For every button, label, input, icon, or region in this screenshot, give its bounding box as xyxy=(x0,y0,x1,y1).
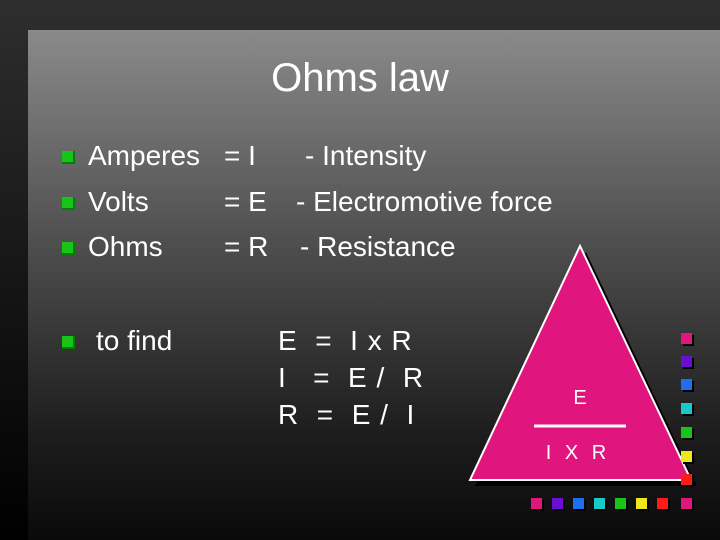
decor-square xyxy=(636,498,647,509)
decor-square xyxy=(681,451,692,462)
decor-square xyxy=(681,379,692,390)
decor-square xyxy=(681,403,692,414)
triangle-bottom-label: I X R xyxy=(546,442,610,464)
triangle-top-label: E xyxy=(573,387,586,409)
decor-square xyxy=(657,498,668,509)
bullet-description: - Electromotive force xyxy=(296,186,553,217)
bullet-square-icon xyxy=(62,197,75,210)
bullet-description: - Resistance xyxy=(300,231,456,262)
slide-title: Ohms law xyxy=(271,56,449,100)
bullet-square-icon xyxy=(62,242,75,255)
formula-resistance: R = E / I xyxy=(278,399,416,430)
decor-square xyxy=(594,498,605,509)
decor-square xyxy=(615,498,626,509)
decor-square xyxy=(681,474,692,485)
formula-voltage: E = I x R xyxy=(278,325,413,356)
decor-square xyxy=(531,498,542,509)
formula-current: I = E / R xyxy=(278,362,425,393)
bullet-equation: = I xyxy=(224,140,256,171)
bullet-unit: Amperes xyxy=(88,140,201,171)
bullet-square-icon xyxy=(62,151,75,164)
bullet-equation: = E xyxy=(224,186,267,217)
decor-square xyxy=(681,356,692,367)
decor-square xyxy=(681,498,692,509)
bullet-unit: Ohms xyxy=(88,231,163,262)
bullet-equation: = R xyxy=(224,231,269,262)
decor-square xyxy=(681,427,692,438)
find-label: to find xyxy=(96,325,173,356)
bullet-description: - Intensity xyxy=(305,140,427,171)
decor-square xyxy=(681,333,692,344)
decor-square xyxy=(552,498,563,509)
bullet-square-icon xyxy=(62,336,75,349)
bullet-unit: Volts xyxy=(88,186,149,217)
decor-square xyxy=(573,498,584,509)
